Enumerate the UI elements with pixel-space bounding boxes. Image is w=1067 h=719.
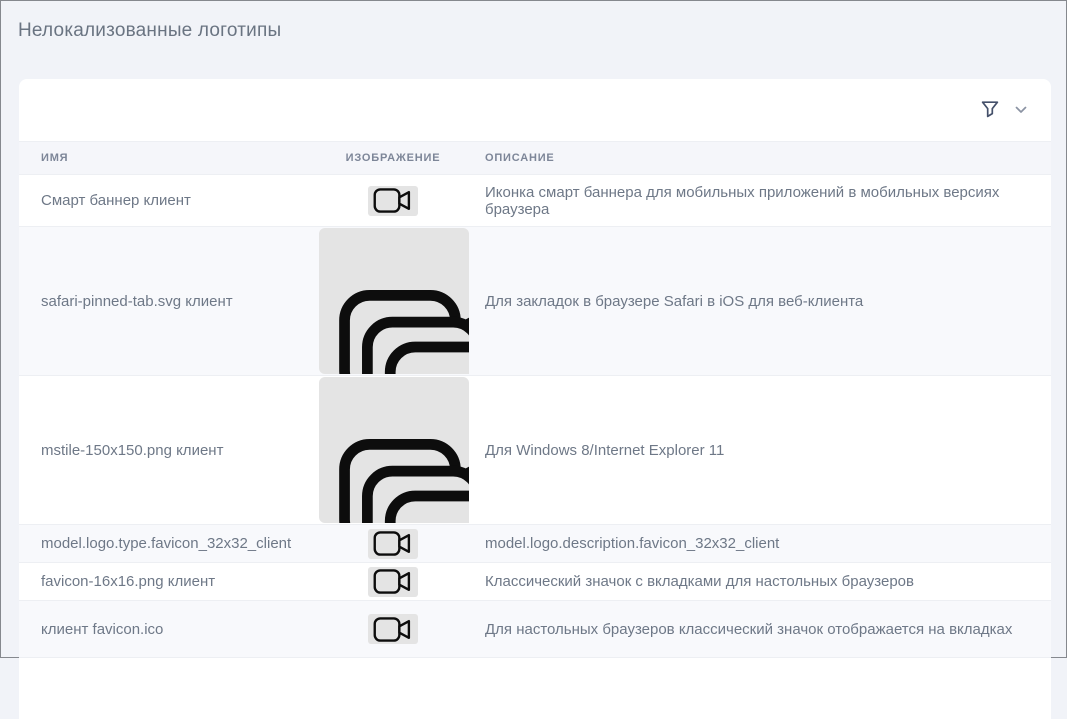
table-row[interactable]: favicon-16x16.png клиент Классический зн… xyxy=(19,562,1051,601)
table-row[interactable]: Смарт баннер клиент Иконка смарт баннера… xyxy=(19,174,1051,227)
cell-description: Классический значок с вкладками для наст… xyxy=(467,562,1051,601)
table-header-row: ИМЯ ИЗОБРАЖЕНИЕ ОПИСАНИЕ xyxy=(19,141,1051,175)
cell-name: Смарт баннер клиент xyxy=(19,174,319,227)
logos-table: ИМЯ ИЗОБРАЖЕНИЕ ОПИСАНИЕ Смарт баннер кл… xyxy=(19,141,1051,658)
table-toolbar xyxy=(19,79,1051,141)
cell-name: safari-pinned-tab.svg клиент xyxy=(19,226,319,376)
filter-expand-button[interactable] xyxy=(1013,104,1029,116)
funnel-icon xyxy=(979,99,1001,121)
page-title: Нелокализованные логотипы xyxy=(18,20,282,41)
table-row[interactable]: safari-pinned-tab.svg клиент Для закладо… xyxy=(19,226,1051,376)
table-row[interactable]: mstile-150x150.png клиент Для Windows 8/… xyxy=(19,375,1051,525)
cell-description: Для Windows 8/Internet Explorer 11 xyxy=(467,375,1051,525)
cell-name: model.logo.type.favicon_32x32_client xyxy=(19,524,319,563)
video-camera-icon xyxy=(368,614,418,644)
cell-description: Иконка смарт баннера для мобильных прило… xyxy=(467,174,1051,227)
column-header-image: ИЗОБРАЖЕНИЕ xyxy=(319,141,467,175)
cell-description: model.logo.description.favicon_32x32_cli… xyxy=(467,524,1051,563)
video-camera-stack-icon xyxy=(319,228,469,374)
table-row[interactable]: model.logo.type.favicon_32x32_client mod… xyxy=(19,524,1051,563)
filter-button[interactable] xyxy=(977,97,1003,123)
video-camera-stack-icon xyxy=(319,377,469,523)
cell-name: mstile-150x150.png клиент xyxy=(19,375,319,525)
cell-name: favicon-16x16.png клиент xyxy=(19,562,319,601)
chevron-down-icon xyxy=(1015,106,1027,114)
column-header-name: ИМЯ xyxy=(19,141,319,175)
video-camera-icon xyxy=(368,566,418,597)
video-camera-icon xyxy=(368,528,418,559)
video-camera-icon xyxy=(368,185,418,216)
column-header-description: ОПИСАНИЕ xyxy=(467,141,1051,175)
cell-description: Для закладок в браузере Safari в iOS для… xyxy=(467,226,1051,376)
table-body: Смарт баннер клиент Иконка смарт баннера… xyxy=(19,174,1051,658)
cell-name: клиент favicon.ico xyxy=(19,600,319,658)
table-row[interactable]: клиент favicon.ico Для настольных браузе… xyxy=(19,600,1051,658)
logos-card: ИМЯ ИЗОБРАЖЕНИЕ ОПИСАНИЕ Смарт баннер кл… xyxy=(19,79,1051,719)
cell-description: Для настольных браузеров классический зн… xyxy=(467,600,1051,658)
